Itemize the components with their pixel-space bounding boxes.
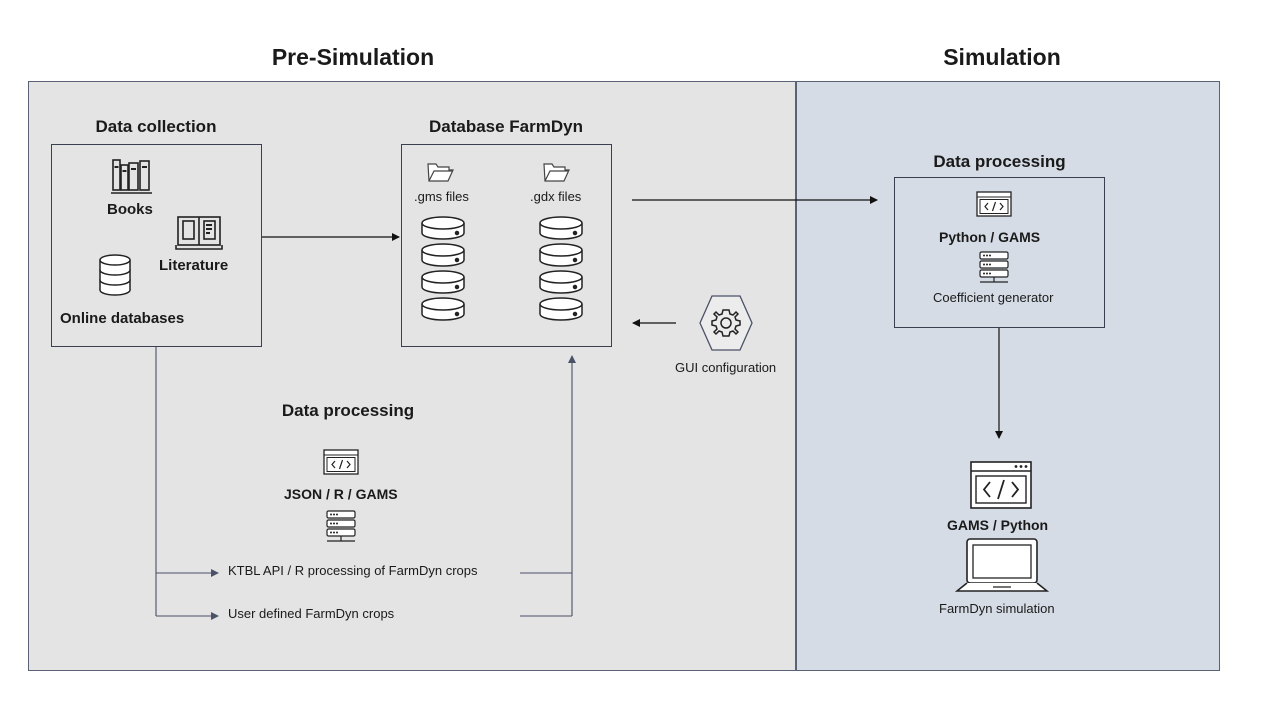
server-icon: [326, 510, 356, 542]
online-database-icon: [99, 254, 131, 296]
database-farmdyn-title: Database FarmDyn: [428, 117, 583, 136]
laptop-icon: [955, 538, 1049, 592]
literature-label: Literature: [159, 257, 229, 274]
farmdyn-simulation-label: FarmDyn simulation: [939, 601, 1055, 616]
simulation-tools-label: GAMS / Python: [947, 517, 1049, 533]
server-icon: [979, 251, 1009, 283]
pre-data-processing-title: Data processing: [281, 401, 415, 420]
pre-processing-tools-label: JSON / R / GAMS: [284, 486, 398, 502]
sim-data-processing-box: [894, 177, 1105, 328]
ktbl-processing-label: KTBL API / R processing of FarmDyn crops: [228, 563, 478, 578]
sim-data-processing-title: Data processing: [933, 152, 1066, 171]
books-icon: [111, 159, 152, 194]
database-farmdyn-box: [401, 144, 612, 347]
folder-icon: [427, 163, 454, 182]
simulation-title: Simulation: [943, 44, 1061, 70]
sim-processing-tools-label: Python / GAMS: [939, 229, 1041, 245]
coefficient-generator-label: Coefficient generator: [933, 290, 1054, 305]
gui-configuration-label: GUI configuration: [675, 360, 777, 375]
gms-files-label: .gms files: [414, 189, 469, 204]
folder-icon: [543, 163, 570, 182]
data-collection-title: Data collection: [95, 117, 217, 136]
gdx-database-stack-icon: [539, 216, 583, 321]
literature-icon: [175, 216, 223, 250]
gms-database-stack-icon: [421, 216, 465, 321]
code-window-icon: [976, 191, 1012, 217]
code-window-icon: [970, 461, 1032, 509]
gear-icon: [699, 295, 753, 351]
books-label: Books: [107, 201, 153, 218]
code-window-icon: [323, 449, 359, 475]
gdx-files-label: .gdx files: [530, 189, 582, 204]
data-collection-box: [51, 144, 262, 347]
user-defined-crops-label: User defined FarmDyn crops: [228, 606, 395, 621]
online-databases-label: Online databases: [60, 310, 185, 327]
pre-simulation-title: Pre-Simulation: [271, 44, 435, 70]
